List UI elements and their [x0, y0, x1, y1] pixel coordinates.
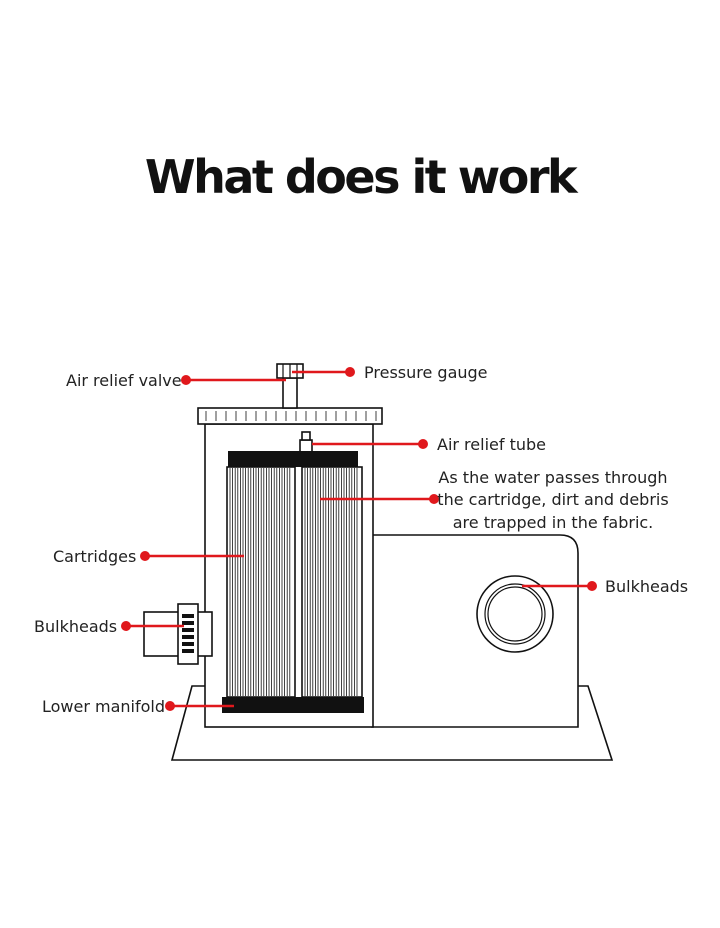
pump-bulkhead-port — [476, 575, 554, 653]
upper-manifold — [228, 451, 358, 467]
callout-pressure-gauge: Pressure gauge — [292, 363, 488, 382]
label-bulkheads-left: Bulkheads — [34, 617, 117, 636]
label-water-note-line3: are trapped in the fabric. — [453, 513, 654, 532]
label-cartridges: Cartridges — [53, 547, 136, 566]
lid-ribs — [205, 411, 377, 421]
lower-manifold — [222, 697, 364, 713]
label-pressure-gauge: Pressure gauge — [364, 363, 488, 382]
cartridge-right-pleats — [304, 468, 358, 696]
label-bulkheads-right: Bulkheads — [605, 577, 688, 596]
label-air-relief-tube: Air relief tube — [437, 435, 546, 454]
label-air-relief-valve: Air relief valve — [66, 371, 182, 390]
left-bulkhead-fitting — [143, 603, 213, 665]
label-lower-manifold: Lower manifold — [42, 697, 165, 716]
cartridge-left — [226, 466, 296, 698]
callout-lower-manifold: Lower manifold — [42, 697, 234, 716]
air-relief-tube-nozzle — [299, 431, 313, 453]
cartridge-left-pleats — [229, 468, 291, 696]
label-water-note-line1: As the water passes through — [438, 468, 667, 487]
label-water-note-line2: the cartridge, dirt and debris — [437, 490, 668, 509]
callout-water-note: As the water passes through the cartridg… — [320, 468, 669, 532]
callout-bulkheads-right: Bulkheads — [522, 577, 688, 596]
callout-cartridges: Cartridges — [53, 547, 244, 566]
callout-bulkheads-left: Bulkheads — [34, 617, 184, 636]
pressure-gauge-knob — [276, 363, 304, 409]
callout-air-relief-valve: Air relief valve — [66, 371, 286, 390]
cartridge-right — [301, 466, 363, 698]
callout-air-relief-tube: Air relief tube — [312, 435, 546, 454]
filter-lid — [197, 407, 383, 425]
page-title: What does it work — [144, 150, 578, 204]
